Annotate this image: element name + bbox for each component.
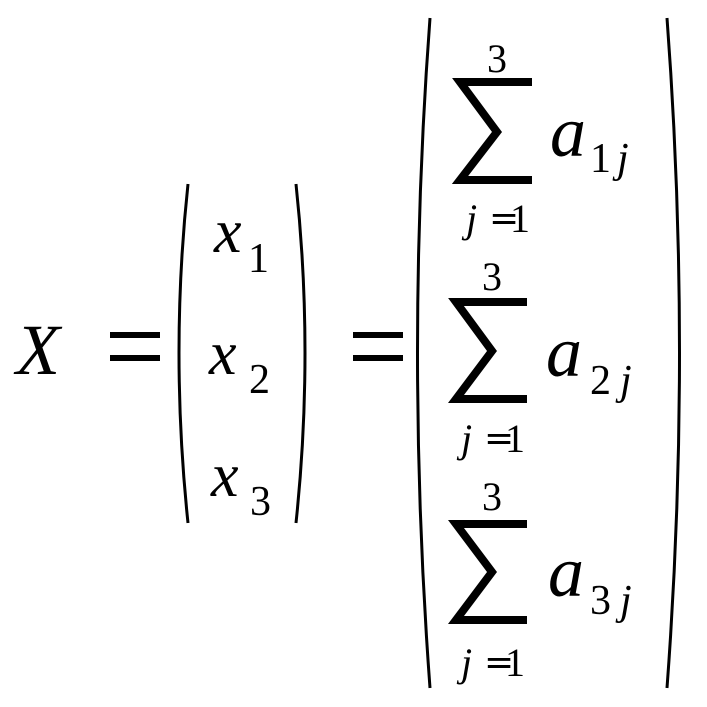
sum-upper-limit: 3 — [487, 36, 507, 81]
sums-right-paren — [665, 17, 681, 689]
equals-sign-2 — [353, 332, 403, 361]
sigma-icon — [448, 298, 527, 403]
vector-entry-base: x — [213, 198, 242, 266]
sum-term-sub-col: j — [615, 578, 632, 624]
sum-lower-var: j — [456, 640, 472, 685]
sum-lower-eq: = — [484, 642, 514, 683]
vector-entry-subscript: 1 — [248, 236, 269, 282]
sum-row-2: 3 j = 1 a 2 j — [448, 254, 632, 461]
sum-term-sub-row: 3 — [590, 578, 611, 624]
lhs-variable: X — [13, 310, 63, 390]
vector-entry-subscript: 2 — [249, 357, 270, 403]
vector-entry-3: x 3 — [210, 442, 271, 525]
vector-entry-2: x 2 — [208, 320, 270, 403]
sum-term-sub-row: 1 — [590, 136, 611, 182]
vector-right-paren — [294, 183, 307, 524]
sum-term-base: a — [548, 532, 584, 612]
sum-upper-limit: 3 — [482, 474, 502, 519]
vector-entry-base: x — [208, 320, 237, 388]
sum-term-sub-col: j — [612, 136, 629, 182]
vector-entry-base: x — [210, 442, 239, 510]
sum-lower-var: j — [456, 416, 472, 461]
sum-lower-var: j — [461, 196, 477, 241]
vector-left-paren — [177, 183, 190, 524]
equals-sign-1 — [110, 332, 160, 361]
sum-row-1: 3 j = 1 a 1 j — [451, 36, 629, 241]
sum-lower-val: 1 — [505, 640, 525, 685]
sums-left-paren — [416, 17, 432, 689]
sum-lower-val: 1 — [505, 416, 525, 461]
sum-upper-limit: 3 — [482, 254, 502, 299]
sum-lower-eq: = — [489, 198, 519, 239]
sum-row-3: 3 j = 1 a 3 j — [448, 474, 632, 685]
sum-lower-eq: = — [484, 418, 514, 459]
sigma-icon — [448, 520, 527, 624]
sum-lower-val: 1 — [510, 196, 530, 241]
sum-term-sub-row: 2 — [590, 358, 611, 404]
vector-entry-subscript: 3 — [250, 479, 271, 525]
sum-term-base: a — [546, 312, 582, 392]
vector-entry-1: x 1 — [213, 198, 269, 282]
sum-term-sub-col: j — [615, 358, 632, 404]
sigma-icon — [451, 78, 532, 184]
sum-term-base: a — [550, 92, 586, 172]
